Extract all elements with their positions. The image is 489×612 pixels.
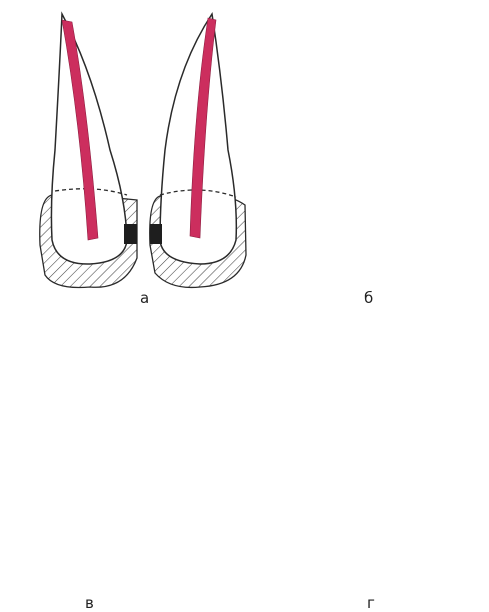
dark-filling — [150, 224, 162, 244]
label-v: в — [85, 596, 94, 611]
label-b: б — [364, 291, 373, 306]
dark-filling — [124, 224, 137, 244]
group-a — [40, 14, 246, 288]
tooth-a-right — [150, 14, 246, 287]
label-g: г — [367, 596, 375, 611]
tooth-a-left — [40, 14, 137, 288]
label-a: а — [140, 291, 149, 306]
